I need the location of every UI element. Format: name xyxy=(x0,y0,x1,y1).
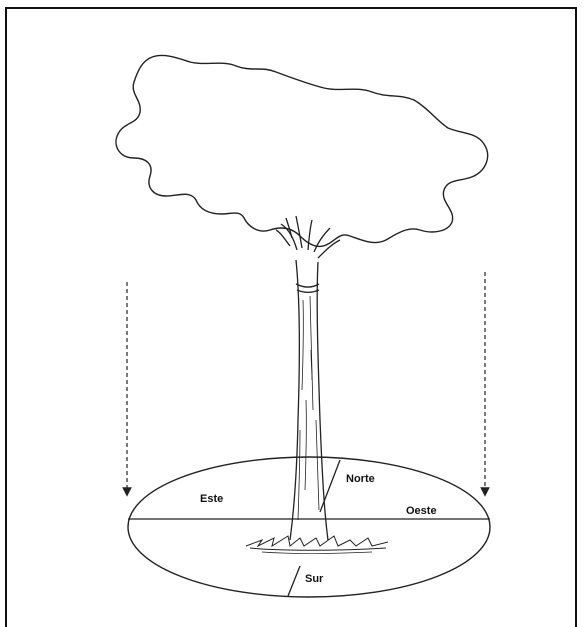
label-north: Norte xyxy=(346,473,375,485)
label-south: Sur xyxy=(305,573,324,585)
south-indicator-line xyxy=(288,566,300,596)
grass-base xyxy=(246,536,388,554)
label-east: Este xyxy=(200,493,223,505)
canopy-outline xyxy=(116,55,488,246)
label-west: Oeste xyxy=(406,505,437,517)
tree-trunk xyxy=(276,216,340,540)
